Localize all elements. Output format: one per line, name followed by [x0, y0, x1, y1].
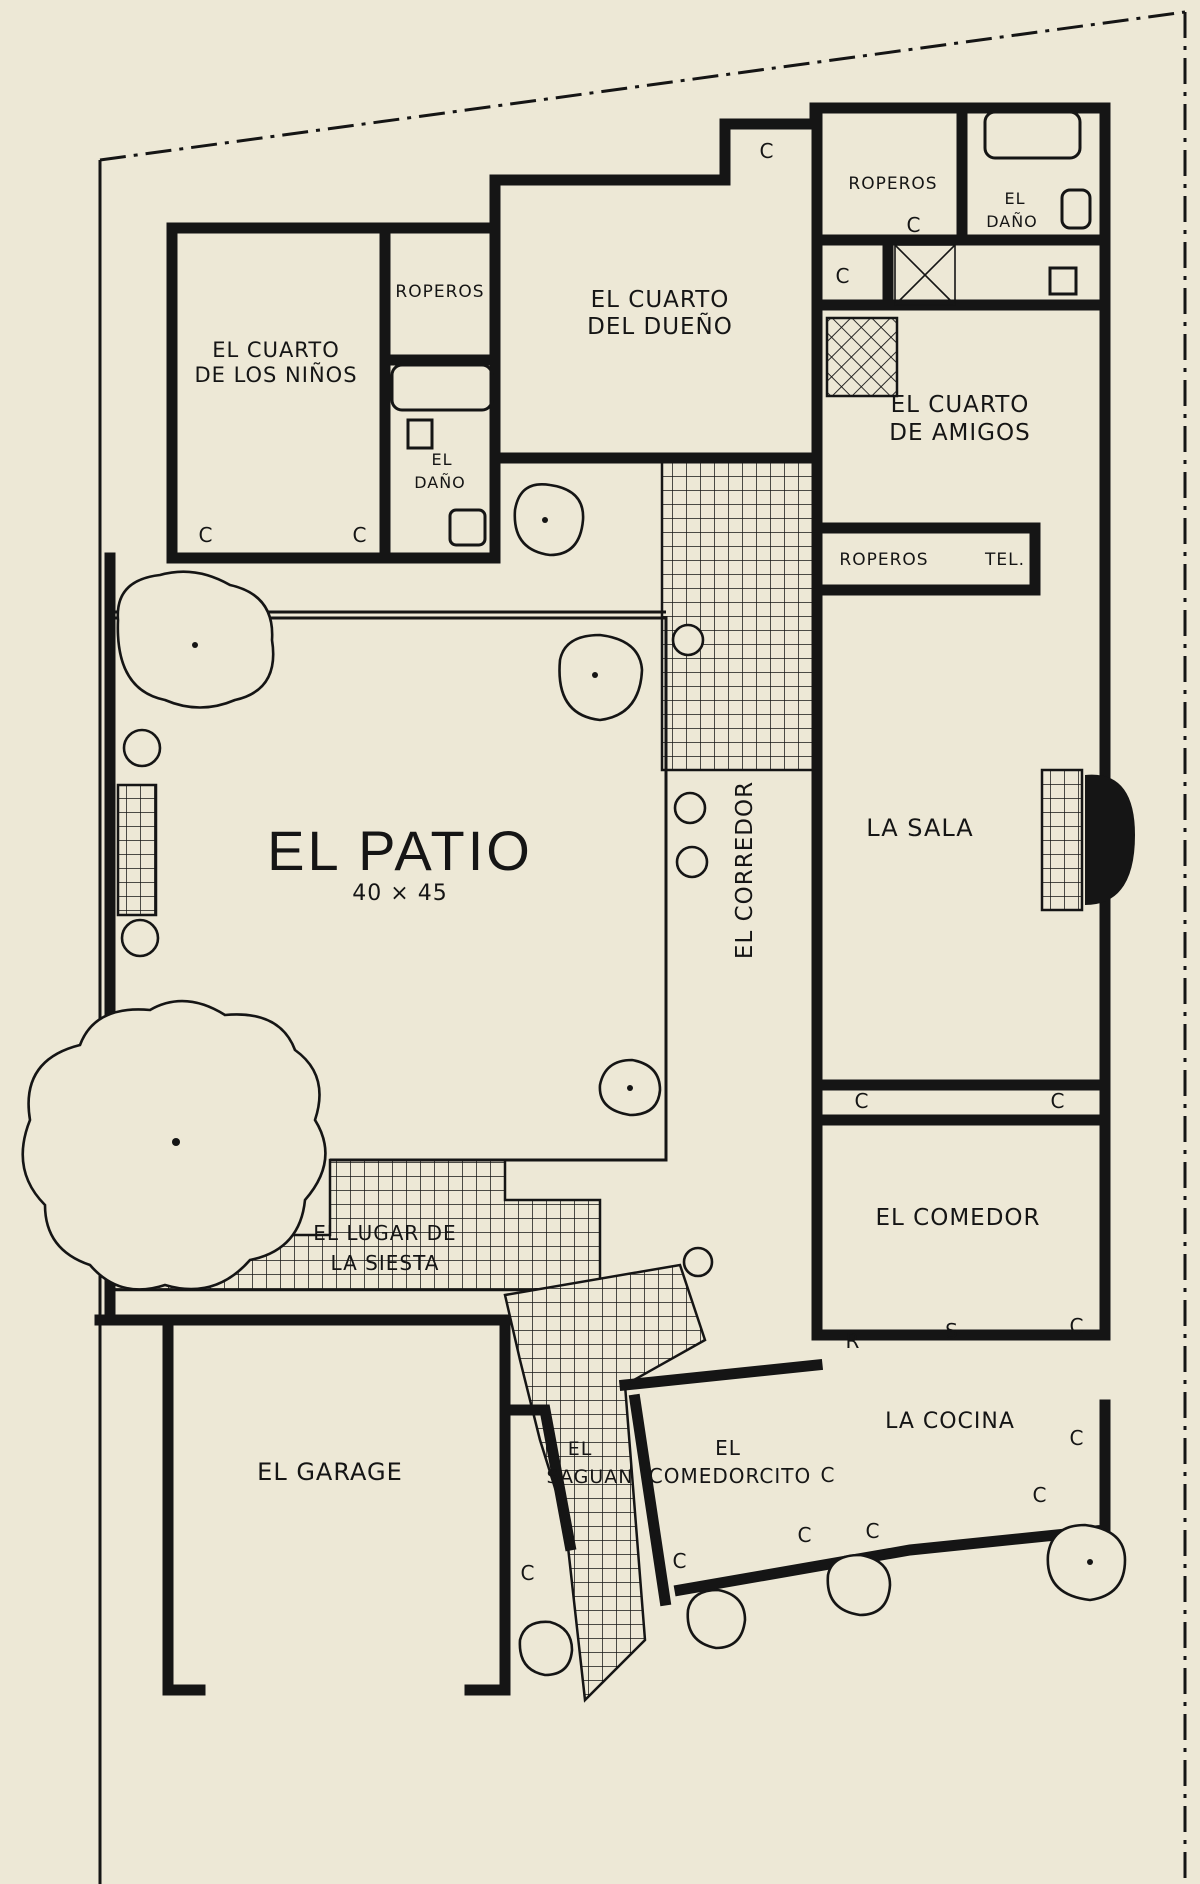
corridor-paving: [660, 456, 819, 772]
closet-label: C: [760, 139, 775, 163]
sala-label: LA SALA: [866, 814, 973, 842]
garage-label: EL GARAGE: [257, 1458, 403, 1486]
closet-label: C: [798, 1523, 813, 1547]
comedor-label: EL COMEDOR: [876, 1205, 1041, 1231]
roperos-label: ROPEROS: [848, 174, 937, 194]
bathroom-fixtures: [390, 110, 1092, 547]
bano-label-2: DAÑO: [986, 212, 1038, 231]
closet-label: C: [353, 523, 368, 547]
corredor-label: EL CORREDOR: [732, 781, 758, 959]
trees: [21, 482, 1127, 1677]
patio-size-label: 40 × 45: [352, 881, 447, 906]
entry-path-paving: [503, 1263, 707, 1703]
closet-label: C: [1051, 1089, 1066, 1113]
bano-label-1: EL: [431, 450, 452, 469]
fireplace-hearth-upper: [825, 316, 899, 398]
walls: [94, 102, 1111, 1696]
roperos-label: ROPEROS: [395, 282, 484, 302]
saguan-label-1: EL: [568, 1438, 593, 1460]
closet-label: C: [866, 1519, 881, 1543]
closet-label: C: [673, 1549, 688, 1573]
tree-patio-nw: [116, 570, 275, 709]
refrigerator-label: R: [846, 1329, 861, 1353]
closet-label: C: [836, 264, 851, 288]
saguan-label-2: SAGUAN: [547, 1466, 634, 1488]
bano-label-1: EL: [1004, 189, 1025, 208]
sink-label: S: [945, 1319, 959, 1343]
patio-bench: [116, 783, 158, 917]
amigos-label-1: EL CUARTO: [891, 392, 1030, 418]
comedorcito-label-2: COMEDORCITO: [649, 1464, 811, 1488]
siesta-label-1: EL LUGAR DE: [313, 1221, 456, 1245]
sala-hearth: [1040, 768, 1084, 912]
patio-border: [112, 616, 668, 1162]
closet-label: C: [199, 523, 214, 547]
closet-label: C: [855, 1089, 870, 1113]
dueno-label-1: EL CUARTO: [591, 287, 730, 313]
patio-label: EL PATIO: [267, 819, 533, 882]
closet-label: C: [907, 213, 922, 237]
comedorcito-label-1: EL: [715, 1436, 741, 1460]
fixture-labels: C C C C C C C C C C C C C C C R S: [199, 139, 1085, 1585]
room-labels: EL PATIO 40 × 45 EL CUARTO DE LOS NIÑOS …: [194, 174, 1041, 1488]
closet-label: C: [821, 1463, 836, 1487]
dueno-label-2: DEL DUEÑO: [587, 312, 733, 340]
tel-label: TEL.: [984, 550, 1025, 570]
fireplace: [1085, 774, 1135, 905]
closet-label: C: [521, 1561, 536, 1585]
amigos-label-2: DE AMIGOS: [889, 420, 1030, 446]
roperos-label: ROPEROS: [839, 550, 928, 570]
bano-label-2: DAÑO: [414, 473, 466, 492]
paving: [108, 316, 1084, 1703]
siesta-label-2: LA SIESTA: [331, 1251, 440, 1275]
cocina-label: LA COCINA: [885, 1409, 1015, 1434]
ninos-label-1: EL CUARTO: [212, 338, 339, 362]
ninos-label-2: DE LOS NIÑOS: [194, 361, 357, 387]
closet-label: C: [1070, 1314, 1085, 1338]
closet-label: C: [1070, 1426, 1085, 1450]
closet-label: C: [1033, 1483, 1048, 1507]
